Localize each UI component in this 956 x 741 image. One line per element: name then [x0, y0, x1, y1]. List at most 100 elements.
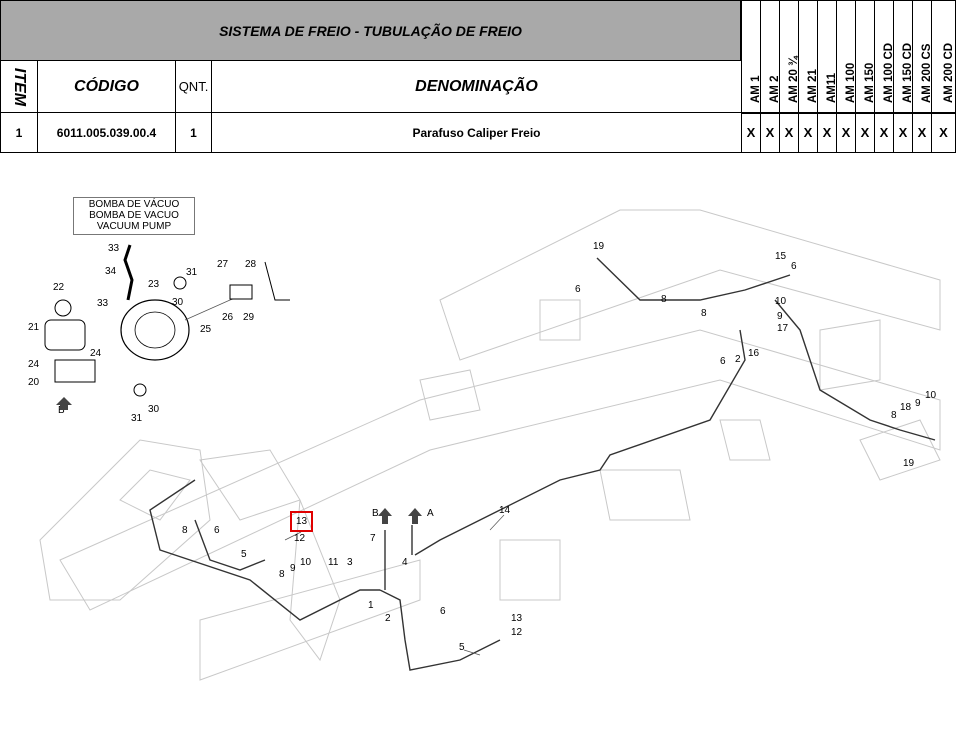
section-title: SISTEMA DE FREIO - TUBULAÇÃO DE FREIO — [0, 0, 741, 61]
callout-label: 10 — [775, 296, 787, 307]
callout-label: B — [372, 508, 379, 519]
arrow-b-icon — [378, 508, 392, 524]
callout-label: 31 — [131, 413, 143, 424]
model-mark: X — [836, 112, 856, 153]
callout-label: 2 — [385, 613, 391, 624]
callout-label: 9 — [777, 311, 783, 322]
model-mark: X — [855, 112, 875, 153]
callout-label: 6 — [791, 261, 797, 272]
callout-label: 8 — [279, 569, 285, 580]
callout-label: 18 — [900, 402, 912, 413]
callout-label: 8 — [891, 410, 897, 421]
brake-line-diagram: 33 34 33 22 21 24 24 20 B 23 31 30 27 28… — [28, 209, 941, 681]
callout-label: 33 — [97, 298, 109, 309]
header-code: CÓDIGO — [37, 60, 176, 113]
callout-label: 19 — [903, 458, 915, 469]
model-header: AM 100 CD — [874, 0, 895, 114]
callout-label: 24 — [28, 359, 40, 370]
callout-label: 20 — [28, 377, 40, 388]
callout-label: A — [427, 508, 434, 519]
callout-label: 11 — [328, 557, 339, 568]
model-mark: X — [741, 112, 761, 153]
callout-label: 6 — [440, 606, 446, 617]
callout-label: 28 — [245, 259, 257, 270]
callout-label: 30 — [172, 297, 184, 308]
vacuum-pump-title-line: VACUUM PUMP — [96, 221, 172, 232]
callout-label: 7 — [370, 533, 376, 544]
vacuum-pump-title-line: BOMBA DE VACUO — [89, 210, 179, 221]
callout-label: 1 — [368, 600, 374, 611]
header-name: DENOMINAÇÃO — [211, 60, 742, 113]
callout-label: 22 — [53, 282, 65, 293]
callout-label: 10 — [925, 390, 937, 401]
header-qty: QNT. — [175, 60, 212, 113]
model-header: AM 100 — [836, 0, 857, 114]
vacuum-pump-assembly — [44, 244, 290, 397]
callout-label: 19 — [593, 241, 605, 252]
callout-label: 6 — [214, 525, 220, 536]
callout-label: 4 — [402, 557, 408, 568]
callout-label: 29 — [243, 312, 255, 323]
model-header: AM 2 — [760, 0, 781, 114]
callout-label: 12 — [294, 533, 306, 544]
callout-label: 16 — [748, 348, 760, 359]
highlighted-callout-label: 13 — [295, 516, 308, 527]
model-header: AM 1 — [741, 0, 762, 114]
model-header: AM11 — [817, 0, 838, 114]
row-name: Parafuso Caliper Freio — [211, 112, 742, 153]
model-mark: X — [931, 112, 956, 153]
callout-label: 12 — [511, 627, 523, 638]
model-header: AM 21 — [798, 0, 819, 114]
callout-label: 10 — [300, 557, 312, 568]
callout-label: 21 — [28, 322, 40, 333]
callout-label: 15 — [775, 251, 787, 262]
arrow-b-pump-icon — [56, 397, 72, 410]
model-mark: X — [760, 112, 780, 153]
callout-label: 6 — [575, 284, 581, 295]
callout-label: 9 — [915, 398, 921, 409]
callout-label: 34 — [105, 266, 117, 277]
leader-lines — [284, 514, 505, 656]
callout-label: 30 — [148, 404, 160, 415]
highlighted-callout: 13 — [290, 511, 313, 532]
model-mark: X — [817, 112, 837, 153]
model-mark: X — [798, 112, 818, 153]
vacuum-pump-title-line: BOMBA DE VÁCUO — [88, 199, 180, 210]
callout-label: 5 — [241, 549, 247, 560]
chassis-outline — [39, 209, 941, 681]
callout-label: 25 — [200, 324, 212, 335]
callout-label: 8 — [182, 525, 188, 536]
callout-label: 24 — [90, 348, 102, 359]
vacuum-pump-title: BOMBA DE VÁCUO BOMBA DE VACUO VACUUM PUM… — [73, 197, 195, 235]
model-header: AM 150 CD — [893, 0, 914, 114]
model-mark: X — [779, 112, 799, 153]
model-header: AM 20 ¾ — [779, 0, 800, 114]
arrow-a-icon — [408, 508, 422, 524]
parts-table: SISTEMA DE FREIO - TUBULAÇÃO DE FREIO IT… — [0, 0, 956, 153]
callout-label: 5 — [459, 642, 465, 653]
model-header: AM 200 CD — [931, 0, 956, 114]
callout-label: 9 — [290, 563, 296, 574]
callout-label: 2 — [735, 354, 741, 365]
callout-label: 31 — [186, 267, 198, 278]
callout-label: 27 — [217, 259, 229, 270]
header-item: ITEM — [0, 60, 38, 113]
row-qty: 1 — [175, 112, 212, 153]
callout-label: B — [58, 405, 65, 416]
callout-label: 26 — [222, 312, 234, 323]
callout-label: 23 — [148, 279, 160, 290]
callout-label: 17 — [777, 323, 789, 334]
row-item: 1 — [0, 112, 38, 153]
callout-label: 3 — [347, 557, 353, 568]
brake-pipes — [149, 257, 936, 671]
callout-label: 13 — [511, 613, 523, 624]
callout-label: 33 — [108, 243, 120, 254]
model-header: AM 150 — [855, 0, 876, 114]
model-header: AM 200 CS — [912, 0, 933, 114]
callout-label: 6 — [720, 356, 726, 367]
model-mark: X — [912, 112, 932, 153]
row-code: 6011.005.039.00.4 — [37, 112, 176, 153]
callout-label: 8 — [701, 308, 707, 319]
model-mark: X — [874, 112, 894, 153]
model-mark: X — [893, 112, 913, 153]
